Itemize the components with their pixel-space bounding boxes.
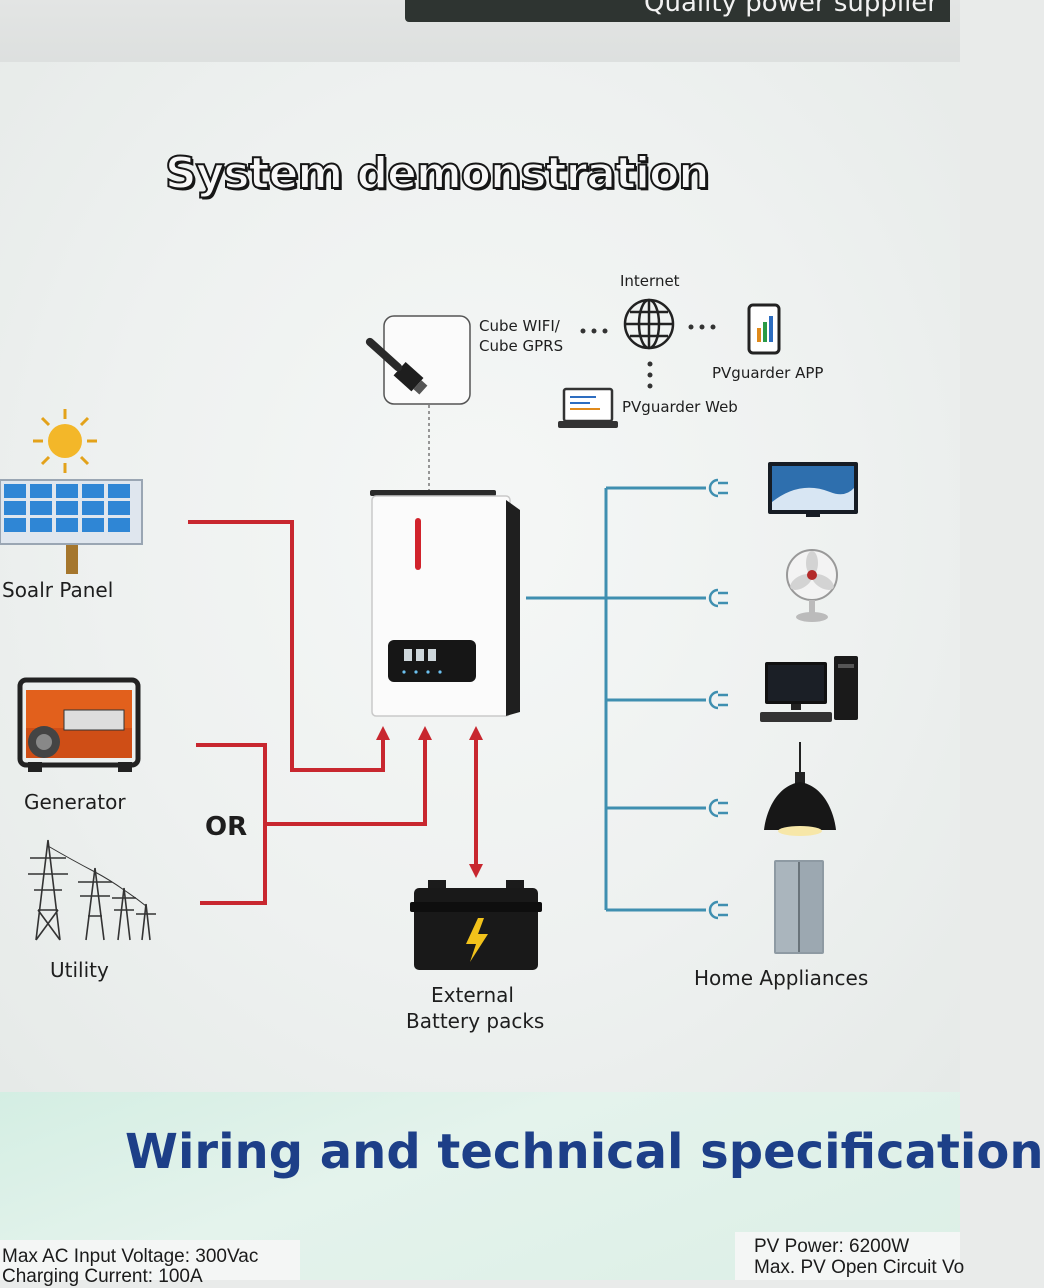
battery-icon (410, 880, 542, 970)
home-appliances-label: Home Appliances (694, 966, 869, 990)
wifi-dongle-icon (365, 315, 471, 405)
solar-panel-label: Soalr Panel (2, 578, 114, 602)
network-dots (580, 324, 716, 389)
lamp-icon (764, 742, 836, 836)
diagram-title: System demonstration (164, 147, 711, 200)
web-label: PVguarder Web (622, 398, 738, 416)
input-arrows (376, 726, 483, 878)
refrigerator-icon (774, 860, 824, 954)
battery-arrow-down (469, 864, 483, 878)
app-label: PVguarder APP (712, 364, 824, 382)
wifi-label-line2: Cube GPRS (479, 337, 564, 355)
spec-left-line1: Max AC Input Voltage: 300Vac (2, 1246, 259, 1267)
generator-label: Generator (24, 790, 126, 814)
system-diagram (0, 298, 858, 970)
solar-panel-icon (0, 479, 143, 574)
battery-label-line1: External (431, 983, 514, 1007)
spec-title: Wiring and technical specification (125, 1124, 1044, 1180)
header-banner: Quality power supplier (405, 0, 950, 22)
computer-icon (760, 656, 858, 722)
spec-box-right (735, 1232, 960, 1280)
plug-icon (708, 900, 728, 920)
solar-arrow-head (376, 726, 390, 740)
load-lines (526, 486, 706, 912)
battery-label-line2: Battery packs (406, 1009, 545, 1033)
spec-box-left (0, 1240, 300, 1280)
inverter-icon (370, 490, 520, 717)
globe-icon (623, 298, 675, 350)
battery-arrow-up (469, 726, 483, 740)
solar-input-line (188, 520, 385, 772)
plug-icon (708, 690, 728, 710)
grid-arrow-head (418, 726, 432, 740)
sun-icon (33, 409, 97, 473)
plug-icon (708, 798, 728, 818)
plug-icons (708, 478, 728, 920)
phone-icon (747, 303, 781, 355)
fan-icon (786, 549, 838, 622)
grid-input-line (265, 738, 427, 826)
internet-label: Internet (620, 272, 680, 290)
plug-icon (708, 588, 728, 608)
wifi-label-line1: Cube WIFI/ (479, 317, 560, 335)
generator-icon (17, 677, 141, 772)
utility-label: Utility (50, 958, 109, 982)
spec-right-line2: Max. PV Open Circuit Vo (754, 1257, 965, 1278)
plug-icon (708, 478, 728, 498)
laptop-icon (558, 387, 618, 428)
tv-icon (768, 462, 858, 517)
spec-right-line1: PV Power: 6200W (754, 1236, 910, 1257)
or-label: OR (205, 812, 248, 842)
input-lines (188, 520, 478, 905)
utility-tower-icon (28, 839, 156, 941)
spec-left-line2: Charging Current: 100A (2, 1266, 203, 1287)
